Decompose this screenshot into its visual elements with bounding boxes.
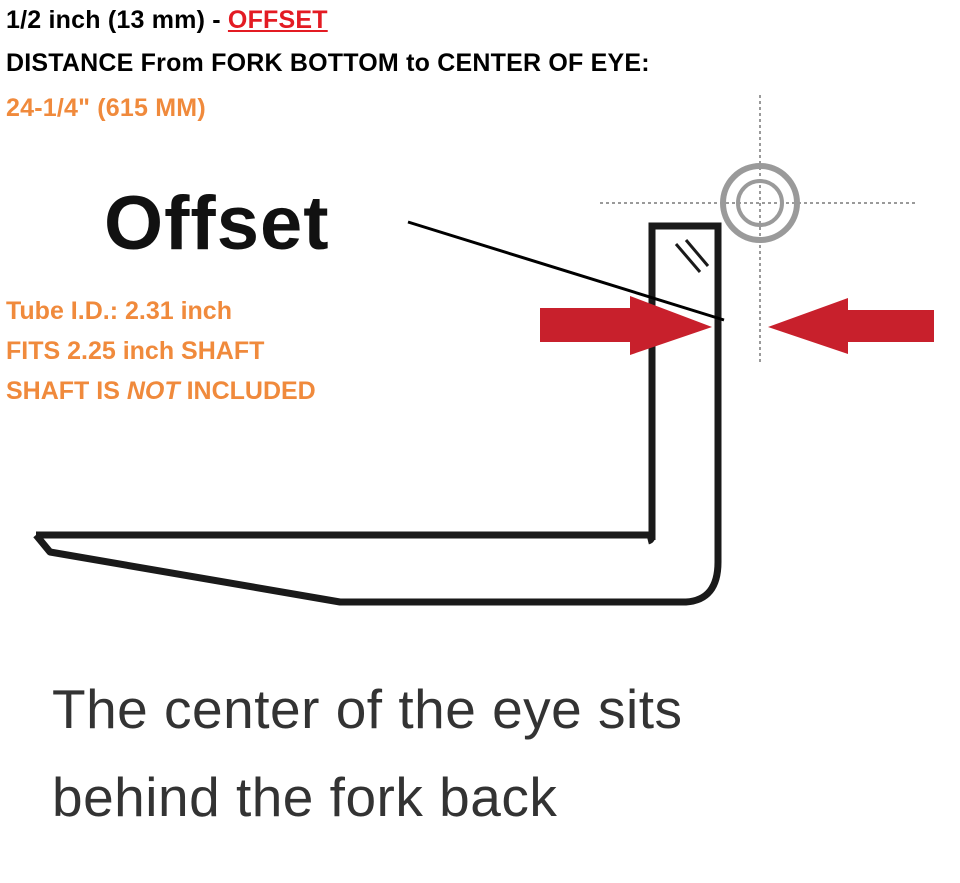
- spec-shaft-not: NOT: [126, 377, 180, 405]
- eye-outer-circle: [720, 163, 800, 243]
- header-line-1: 1/2 inch (13 mm) - OFFSET: [6, 6, 328, 35]
- spec-shaft-c: INCLUDED: [179, 377, 316, 405]
- right-red-arrow: [768, 298, 934, 354]
- header-line-2: DISTANCE From FORK BOTTOM to CENTER OF E…: [6, 49, 650, 77]
- fork-blade-top: [36, 531, 656, 545]
- left-red-arrow: [540, 296, 712, 355]
- eye-inner-circle: [736, 179, 784, 227]
- spec-shaft-a: SHAFT IS: [6, 377, 127, 405]
- spec-shaft-not-included: SHAFT IS NOT INCLUDED: [6, 377, 316, 406]
- fork-blade-bottom: [33, 532, 722, 606]
- caption-line-1: The center of the eye sits: [52, 678, 683, 740]
- spec-tube-id: Tube I.D.: 2.31 inch: [6, 297, 232, 325]
- caption-line-2: behind the fork back: [52, 766, 558, 828]
- header-line-3: 24-1/4" (615 MM): [6, 94, 206, 122]
- header-line-1-prefix: 1/2 inch (13 mm) -: [6, 6, 228, 34]
- offset-link[interactable]: OFFSET: [227, 6, 328, 34]
- tube-mark-1: [674, 243, 702, 273]
- spec-fits-shaft: FITS 2.25 inch SHAFT: [6, 337, 265, 365]
- fork-back-outline: [648, 222, 722, 562]
- offset-title: Offset: [104, 181, 330, 266]
- tube-mark-2: [684, 239, 710, 267]
- offset-leader-line: [407, 220, 725, 322]
